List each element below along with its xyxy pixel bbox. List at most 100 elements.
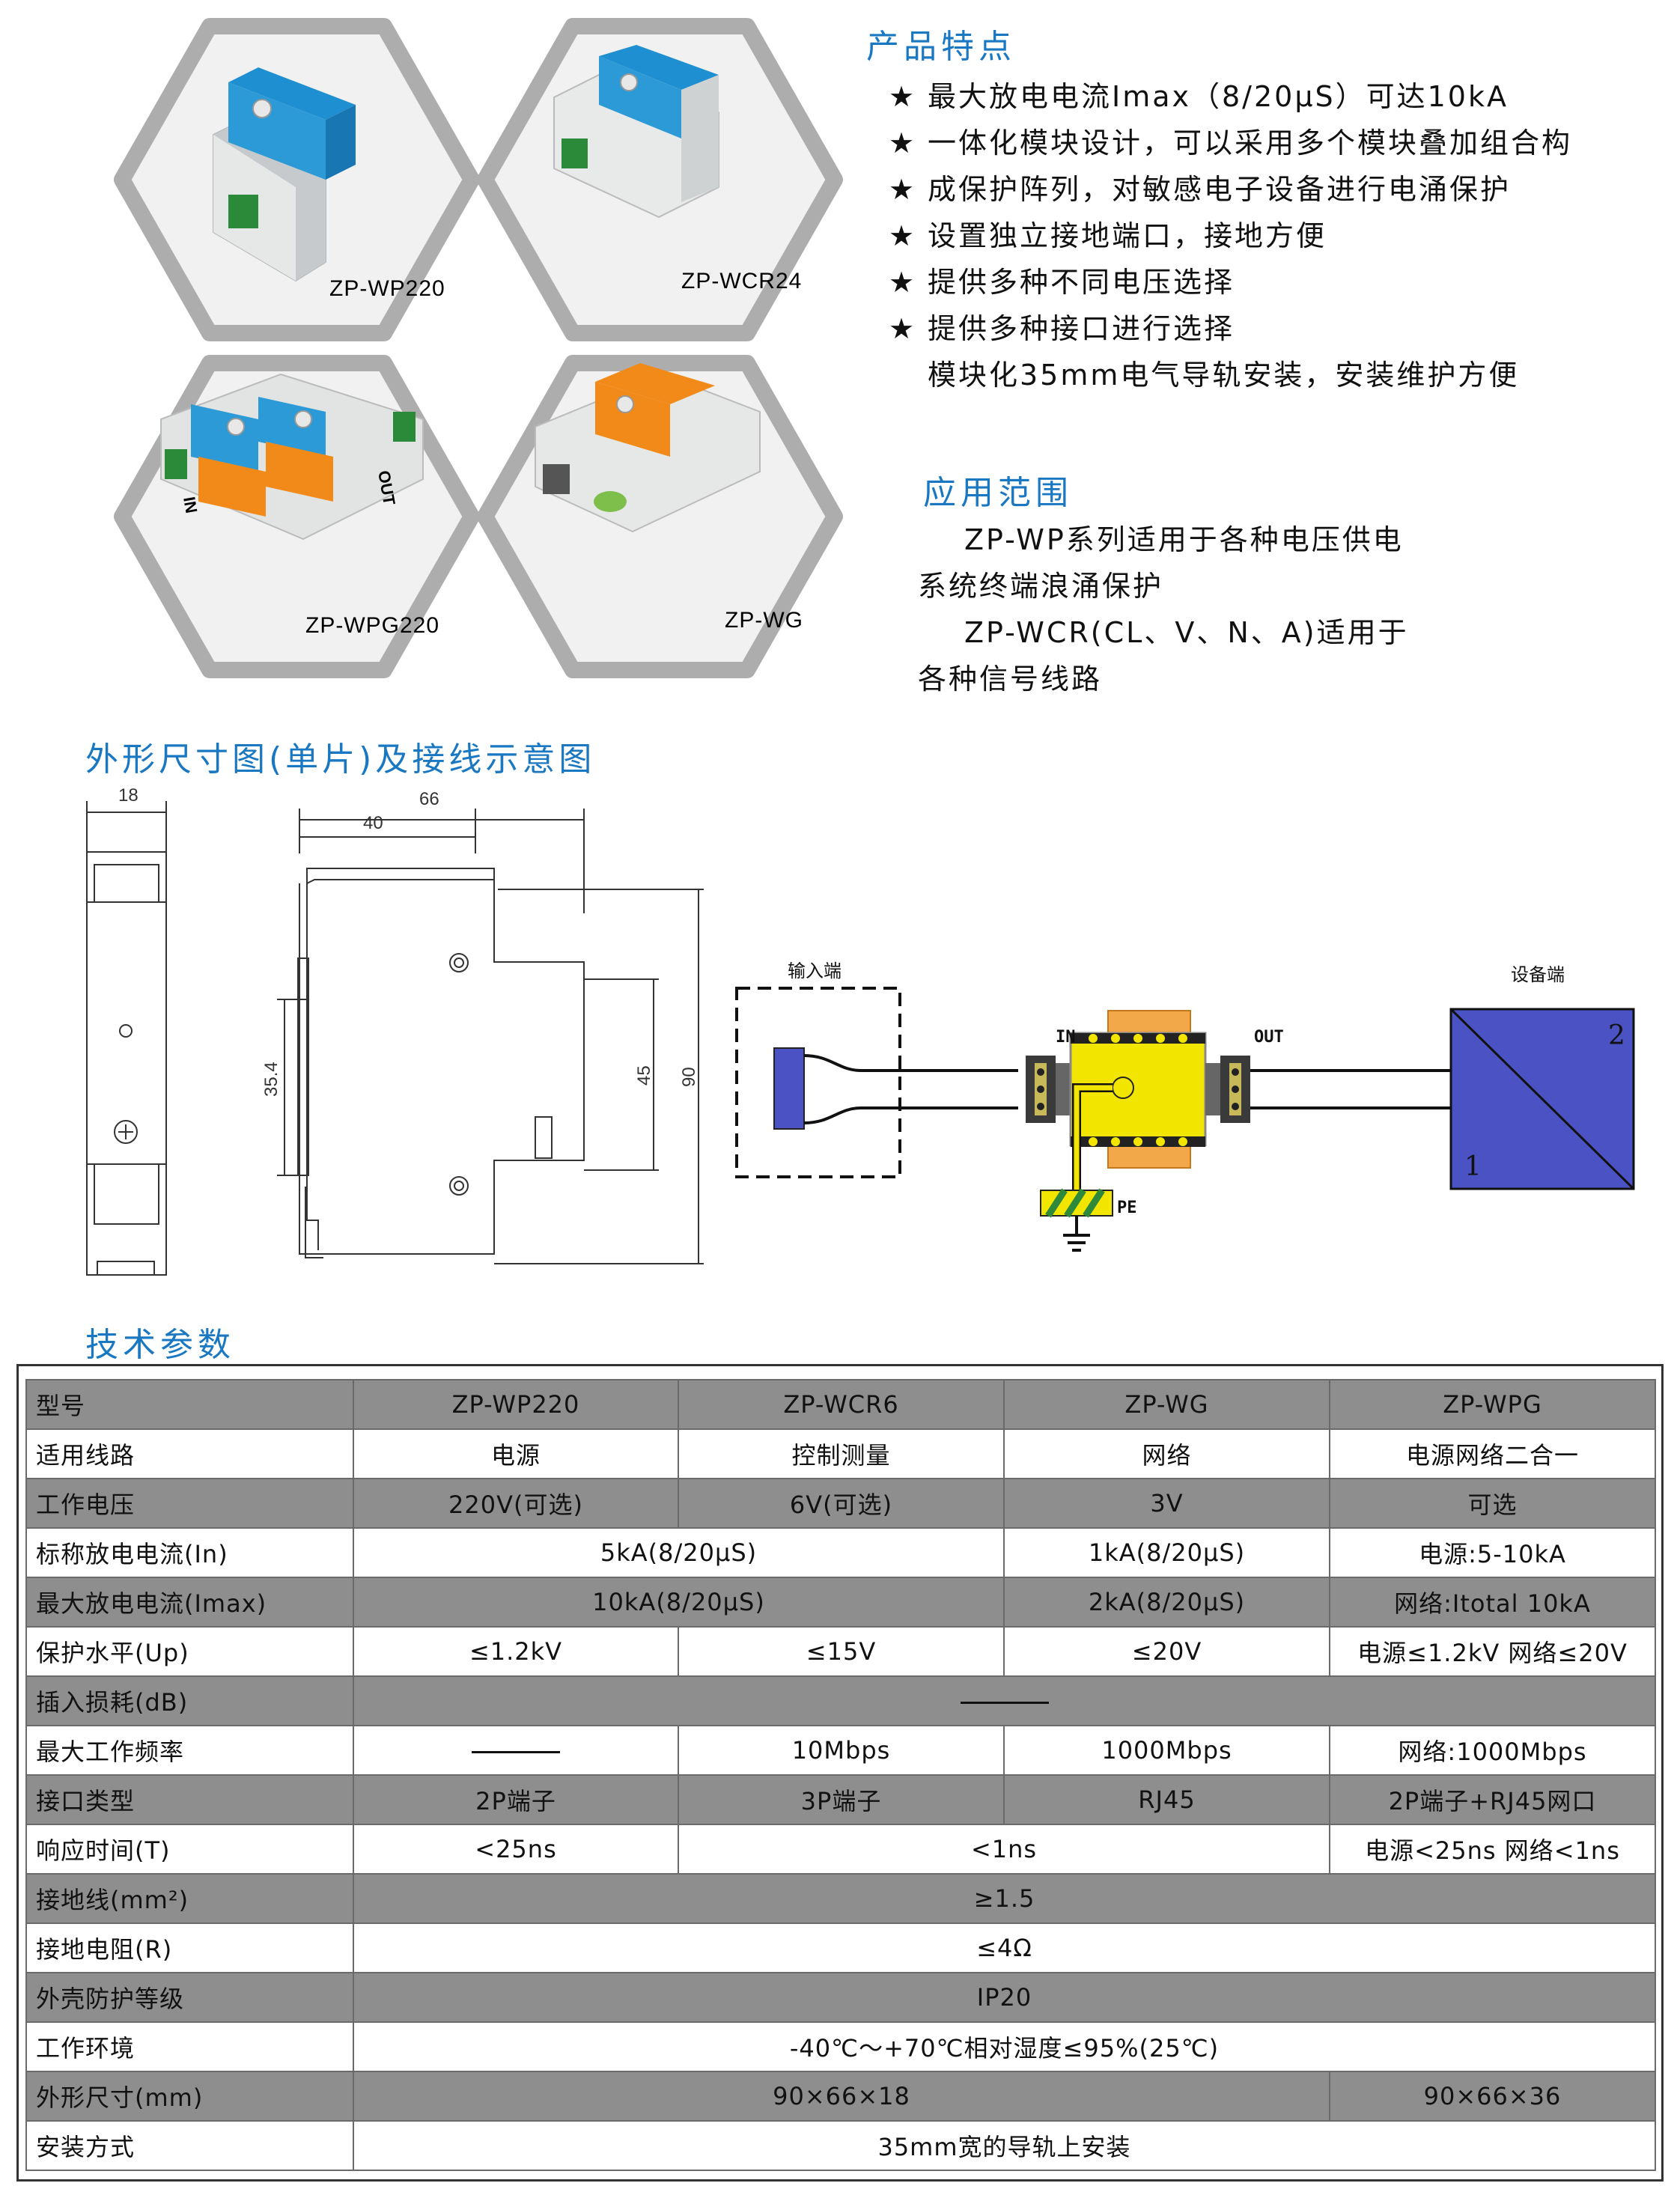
table-cell: 35mm宽的导轨上安装 (353, 2120, 1656, 2171)
feature-item: ★提供多种不同电压选择 (889, 259, 1572, 305)
table-row: 工作电压 220V(可选) 6V(可选) 3V 可选 (25, 1478, 1656, 1529)
table-cell: 最大工作频率 (25, 1725, 354, 1776)
table-row: 工作环境 -40℃～+70℃相对湿度≤95%(25℃) (25, 2021, 1656, 2072)
table-cell: 保护水平(Up) (25, 1626, 354, 1677)
product-gallery: OUT IN ZP-WP220 ZP-WCR24 ZP-WPG220 ZP-WG (114, 18, 843, 678)
application-line: ZP-WCR(CL、V、N、A)适用于 (964, 616, 1409, 649)
table-cell: ≤4Ω (353, 1922, 1656, 1973)
table-row: 接地线(mm²) ≥1.5 (25, 1873, 1656, 1924)
application-line: ZP-WP系列适用于各种电压供电 (964, 523, 1404, 556)
out-label: OUT (1254, 1028, 1284, 1047)
table-cell: 10Mbps (678, 1725, 1005, 1776)
table-row: 插入损耗(dB) (25, 1675, 1656, 1726)
product-caption-4: ZP-WG (725, 608, 803, 633)
table-cell: 电源网络二合一 (1329, 1428, 1656, 1479)
table-cell: 2P端子 (353, 1774, 679, 1825)
star-icon: ★ (889, 127, 917, 159)
table-cell: 可选 (1329, 1478, 1656, 1529)
application-line: 系统终端浪涌保护 (918, 570, 1164, 603)
table-cell: 2kA(8/20μS) (1003, 1577, 1330, 1628)
table-cell: 2P端子+RJ45网口 (1329, 1774, 1656, 1825)
table-cell: 安装方式 (25, 2120, 354, 2171)
pe-label: PE (1117, 1199, 1137, 1217)
table-row: 型号 ZP-WP220 ZP-WCR6 ZP-WG ZP-WPG (25, 1379, 1656, 1430)
table-cell: 响应时间(T) (25, 1824, 354, 1875)
table-cell: 电源<25ns 网络<1ns (1329, 1824, 1656, 1875)
table-cell: 接地线(mm²) (25, 1873, 354, 1924)
table-row: 外形尺寸(mm) 90×66×18 90×66×36 (25, 2071, 1656, 2122)
table-cell: RJ45 (1003, 1774, 1330, 1825)
table-row: 安装方式 35mm宽的导轨上安装 (25, 2120, 1656, 2171)
product-photo-wp220 (213, 67, 356, 282)
specs-table: 型号 ZP-WP220 ZP-WCR6 ZP-WG ZP-WPG 适用线路 电源… (25, 1379, 1656, 2171)
table-cell: 工作电压 (25, 1478, 354, 1529)
feature-item: ★成保护阵列，对敏感电子设备进行电涌保护 (889, 166, 1572, 213)
table-cell: ZP-WCR6 (678, 1379, 1005, 1430)
table-cell: ≤20V (1003, 1626, 1330, 1677)
dim-66: 66 (419, 789, 439, 809)
application-line: 各种信号线路 (918, 663, 1103, 695)
table-cell: ≤15V (678, 1626, 1005, 1677)
product-caption-1: ZP-WP220 (329, 276, 445, 301)
table-cell (353, 1725, 679, 1776)
feature-item: ★设置独立接地端口，接地方便 (889, 213, 1572, 259)
table-cell: ZP-WG (1003, 1379, 1330, 1430)
table-cell: 网络:Itotal 10kA (1329, 1577, 1656, 1628)
table-row: 标称放电电流(In) 5kA(8/20μS) 1kA(8/20μS) 电源:5-… (25, 1527, 1656, 1578)
table-cell: ZP-WPG (1329, 1379, 1656, 1430)
product-caption-3: ZP-WPG220 (305, 613, 439, 638)
device-in-label: IN (180, 496, 201, 515)
feature-extra: 模块化35mm电气导轨安装，安装维护方便 (928, 359, 1520, 392)
table-cell: 外壳防护等级 (25, 1972, 354, 2023)
table-row: 最大放电电流(Imax) 10kA(8/20μS) 2kA(8/20μS) 网络… (25, 1577, 1656, 1628)
star-icon: ★ (889, 312, 917, 345)
table-cell: 适用线路 (25, 1428, 354, 1479)
table-cell: <25ns (353, 1824, 679, 1875)
table-cell: 3V (1003, 1478, 1330, 1529)
input-label: 输入端 (788, 960, 841, 981)
dim-45: 45 (634, 1065, 654, 1086)
ground-terminal (1112, 1077, 1134, 1099)
table-cell: 电源:5-10kA (1329, 1527, 1656, 1578)
features-list: ★最大放电电流Imax（8/20μS）可达10kA ★一体化模块设计，可以采用多… (889, 73, 1572, 398)
table-row: 响应时间(T) <25ns <1ns 电源<25ns 网络<1ns (25, 1824, 1656, 1875)
dim-40: 40 (363, 813, 383, 833)
star-icon: ★ (889, 173, 917, 206)
table-cell: 工作环境 (25, 2021, 354, 2072)
feature-item: ★最大放电电流Imax（8/20μS）可达10kA (889, 73, 1572, 120)
device-port-1: 1 (1464, 1151, 1482, 1182)
feature-item: ★提供多种接口进行选择 (889, 305, 1572, 352)
table-cell: 网络:1000Mbps (1329, 1725, 1656, 1776)
dim-90: 90 (679, 1067, 699, 1087)
table-cell: 6V(可选) (678, 1478, 1005, 1529)
table-row: 接口类型 2P端子 3P端子 RJ45 2P端子+RJ45网口 (25, 1774, 1656, 1825)
dimensions-title: 外形尺寸图(单片)及接线示意图 (85, 740, 596, 779)
specs-frame (16, 1364, 1664, 2182)
table-cell: 接口类型 (25, 1774, 354, 1825)
product-photo-wcr24 (553, 45, 719, 219)
table-cell: 1kA(8/20μS) (1003, 1527, 1330, 1578)
input-connector (773, 1047, 805, 1130)
table-cell: ≤1.2kV (353, 1626, 679, 1677)
table-cell (353, 1675, 1656, 1726)
table-cell: 5kA(8/20μS) (353, 1527, 1005, 1578)
table-cell: <1ns (678, 1824, 1330, 1875)
table-cell: 接地电阻(R) (25, 1922, 354, 1973)
table-cell: 220V(可选) (353, 1478, 679, 1529)
table-cell: 标称放电电流(In) (25, 1527, 354, 1578)
table-cell: 3P端子 (678, 1774, 1005, 1825)
table-cell: 90×66×36 (1329, 2071, 1656, 2122)
star-icon: ★ (889, 219, 917, 252)
table-cell: 型号 (25, 1379, 354, 1430)
product-caption-2: ZP-WCR24 (681, 269, 802, 293)
application-text: ZP-WP系列适用于各种电压供电 系统终端浪涌保护 ZP-WCR(CL、V、N、… (918, 517, 1409, 702)
table-row: 保护水平(Up) ≤1.2kV ≤15V ≤20V 电源≤1.2kV 网络≤20… (25, 1626, 1656, 1677)
table-cell: IP20 (353, 1972, 1656, 2023)
specs-title: 技术参数 (85, 1326, 235, 1364)
table-cell: 90×66×18 (353, 2071, 1330, 2122)
in-label: IN (1056, 1028, 1076, 1047)
star-icon: ★ (889, 266, 917, 299)
device-label: 设备端 (1511, 964, 1565, 985)
table-cell: 电源≤1.2kV 网络≤20V (1329, 1626, 1656, 1677)
dash-mark (472, 1750, 560, 1753)
